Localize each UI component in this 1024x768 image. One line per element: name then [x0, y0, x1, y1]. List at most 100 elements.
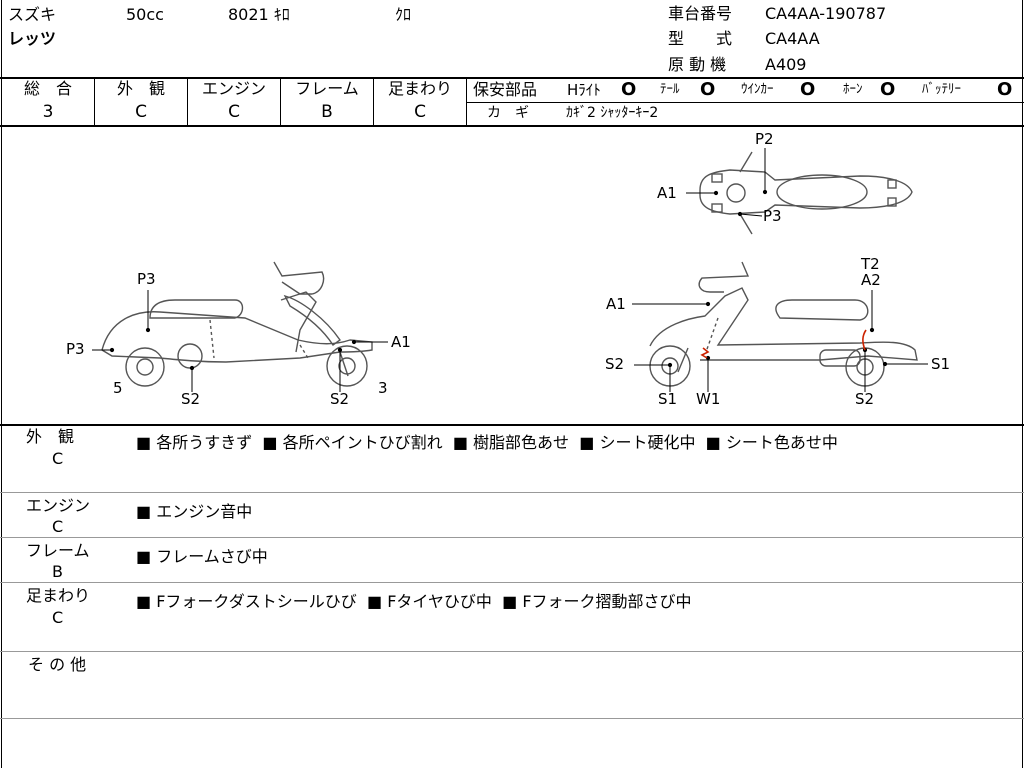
- bullet-icon: ■: [452, 433, 468, 452]
- horn-mark: O: [880, 79, 896, 100]
- frame-no-label: 車台番号: [668, 4, 733, 23]
- label-left-p3-top: P3: [137, 270, 156, 288]
- safety-item-horn: ﾎｰﾝ: [843, 82, 863, 97]
- remark-divider-2: [0, 537, 1024, 538]
- remark-item: Fフォークダストシールひび: [156, 592, 357, 611]
- right-border: [1022, 0, 1023, 768]
- remark-item: Fタイヤひび中: [387, 592, 492, 611]
- key-value: ｶｷﾞ2 ｼｬｯﾀｰｷｰ2: [566, 105, 659, 121]
- remark-frame-items: ■ フレームさび中: [136, 543, 268, 567]
- maker: スズキ: [8, 5, 57, 24]
- suspension-grade-label: 足まわり: [387, 79, 452, 98]
- remark-item: 各所うすきず: [156, 433, 253, 452]
- remark-divider-3: [0, 582, 1024, 583]
- remark-engine-items: ■ エンジン音中: [136, 498, 252, 522]
- winker-mark: O: [800, 79, 816, 100]
- label-left-p3-left: P3: [66, 340, 85, 358]
- top-view-scooter-sketch: [699, 151, 913, 235]
- grade-col-line-2: [187, 78, 188, 126]
- remark-suspension-section: 足まわり: [26, 586, 91, 605]
- suspension-grade-value: C: [414, 102, 426, 122]
- right-scooter-sketch: [649, 261, 918, 387]
- frame-grade-value: B: [321, 102, 333, 122]
- bullet-icon: ■: [502, 592, 518, 611]
- remark-divider-4: [0, 651, 1024, 652]
- exterior-grade-value: C: [135, 102, 147, 122]
- overall-grade-label: 総 合: [23, 79, 72, 98]
- grade-col-line-1: [94, 78, 95, 126]
- grade-col-line-3: [280, 78, 281, 126]
- engine-cc: 50cc: [126, 5, 164, 24]
- label-left-s2-b: S2: [330, 390, 350, 408]
- bullet-icon: ■: [136, 592, 152, 611]
- remark-item: Fフォーク摺動部さび中: [522, 592, 692, 611]
- safety-item-winker: ｳｲﾝｶｰ: [741, 82, 774, 97]
- engine-value: A409: [765, 55, 807, 74]
- engine-grade-label: エンジン: [201, 79, 266, 98]
- battery-mark: O: [997, 79, 1013, 100]
- remark-divider-1: [0, 492, 1024, 493]
- label-right-s1-right: S1: [931, 355, 951, 373]
- remark-exterior-section: 外 観: [26, 427, 75, 446]
- remark-item: シート色あせ中: [725, 433, 838, 452]
- red-damage-mark: [862, 329, 867, 351]
- grades-divider: [0, 125, 1024, 127]
- label-right-s1-bottom: S1: [658, 390, 678, 408]
- remark-engine-section: エンジン: [26, 496, 91, 515]
- tail-mark: O: [700, 79, 716, 100]
- label-left-3: 3: [378, 379, 388, 397]
- label-left-5: 5: [113, 379, 123, 397]
- remark-exterior-items: ■ 各所うすきず ■ 各所ペイントひび割れ ■ 樹脂部色あせ ■ シート硬化中 …: [136, 429, 838, 453]
- body-color: ｸﾛ: [395, 5, 412, 24]
- left-scooter-sketch: [101, 261, 373, 387]
- safety-item-tail: ﾃｰﾙ: [660, 82, 680, 97]
- safety-label: 保安部品: [473, 80, 538, 99]
- bullet-icon: ■: [136, 502, 152, 521]
- bullet-icon: ■: [136, 547, 152, 566]
- bullet-icon: ■: [366, 592, 383, 611]
- grades-mid-divider: [467, 102, 1024, 103]
- label-right-s2-left: S2: [605, 355, 625, 373]
- safety-item-headlight: Hﾗｲﾄ: [567, 81, 601, 99]
- red-damage-mark-2: [700, 347, 710, 359]
- frame-grade-label: フレーム: [295, 79, 359, 98]
- remark-frame-section: フレーム: [26, 541, 90, 560]
- safety-item-battery: ﾊﾞｯﾃﾘｰ: [922, 82, 961, 97]
- grade-col-line-5: [466, 78, 467, 126]
- overall-grade-value: 3: [42, 102, 54, 122]
- label-top-a1: A1: [657, 184, 677, 202]
- headlight-mark: O: [621, 79, 637, 100]
- remark-frame-grade: B: [52, 562, 63, 581]
- remark-suspension-items: ■ Fフォークダストシールひび ■ Fタイヤひび中 ■ Fフォーク摺動部さび中: [136, 588, 692, 612]
- remark-other-section: そ の 他: [28, 655, 87, 674]
- engine-grade-value: C: [228, 102, 240, 122]
- remark-engine-grade: C: [52, 517, 64, 536]
- damage-diagram: [92, 148, 928, 392]
- remark-item: シート硬化中: [599, 433, 696, 452]
- remark-suspension-grade: C: [52, 608, 64, 627]
- left-border: [1, 0, 2, 768]
- bullet-icon: ■: [136, 433, 152, 452]
- bullet-icon: ■: [705, 433, 721, 452]
- remark-exterior-grade: C: [52, 449, 64, 468]
- remark-item: フレームさび中: [156, 547, 268, 566]
- bullet-icon: ■: [262, 433, 278, 452]
- label-right-a1: A1: [606, 295, 626, 313]
- label-left-a1: A1: [391, 333, 411, 351]
- label-left-s2-a: S2: [181, 390, 201, 408]
- key-label: カ ギ: [487, 105, 529, 121]
- diagram-divider: [0, 424, 1024, 426]
- grade-col-line-4: [373, 78, 374, 126]
- remark-item: 樹脂部色あせ: [473, 433, 570, 452]
- label-top-p3: P3: [763, 207, 782, 225]
- label-right-t2: T2: [861, 255, 880, 273]
- type-label: 型 式: [668, 29, 733, 48]
- label-right-w1: W1: [696, 390, 721, 408]
- label-right-s2-bottom: S2: [855, 390, 875, 408]
- label-right-a2: A2: [861, 271, 881, 289]
- remark-item: 各所ペイントひび割れ: [282, 433, 443, 452]
- remark-divider-5: [0, 718, 1024, 719]
- remark-item: エンジン音中: [156, 502, 253, 521]
- type-value: CA4AA: [765, 29, 820, 48]
- header-divider: [0, 77, 1024, 79]
